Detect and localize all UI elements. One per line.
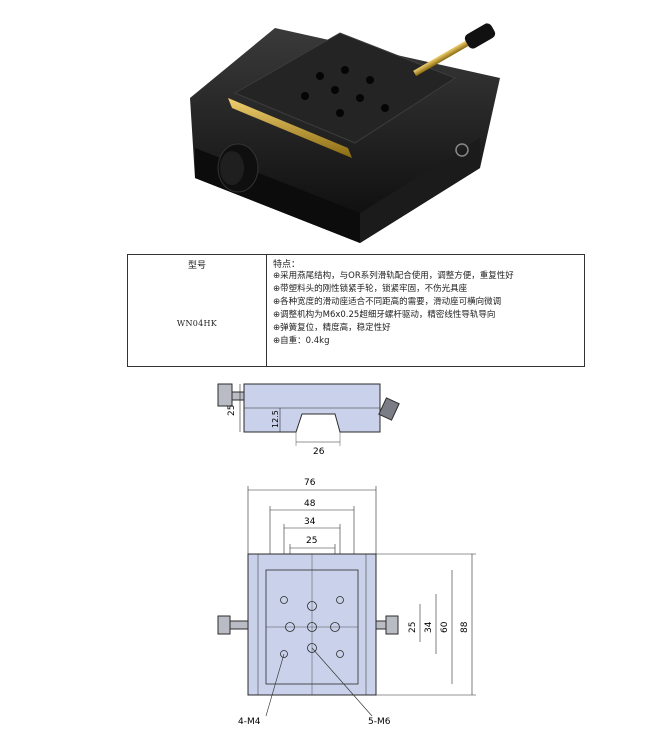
top-view-drawing: 76 48 34 25 25 34 60 88 4-M4 5-M6 xyxy=(217,478,476,727)
label-5-m6: 5-M6 xyxy=(368,717,391,727)
side-dim-25: 25 xyxy=(227,405,237,416)
stage-top-plate xyxy=(233,32,457,144)
product-photo xyxy=(190,23,500,243)
model-header: 型号 xyxy=(187,261,206,271)
spec-table: 型号 WN04HK 特点： ⊕采用燕尾结构，与OR系列滑轨配合使用，调整方便，重… xyxy=(127,254,585,367)
feature-item: ⊕带塑料头的刚性锁紧手轮，锁紧牢固，不伤光具座 xyxy=(273,284,468,294)
side-dim-26: 26 xyxy=(313,447,325,457)
top-centerlines xyxy=(266,554,358,695)
feature-item: ⊕自重：0.4kg xyxy=(273,336,330,346)
top-dim-76: 76 xyxy=(304,478,316,488)
side-right-knob xyxy=(378,397,400,421)
features-header: 特点： xyxy=(273,260,301,270)
brass-screw xyxy=(413,35,477,77)
label-4-m4: 4-M4 xyxy=(238,717,261,727)
feature-item: ⊕各种宽度的滑动座适合不同距高的需要，滑动座可横向微调 xyxy=(273,297,502,307)
leader-line xyxy=(265,653,285,717)
features-cell: 特点： ⊕采用燕尾结构，与OR系列滑轨配合使用，调整方便，重复性好 ⊕带塑料头的… xyxy=(266,254,585,367)
top-dim-88: 88 xyxy=(460,621,470,633)
feature-item: ⊕弹簧复位，精度高，稳定性好 xyxy=(273,323,391,333)
stage-right-face xyxy=(360,138,480,243)
side-view-drawing: 25 12.5 26 xyxy=(217,383,400,457)
lock-knob-face xyxy=(220,151,244,185)
leader-line xyxy=(311,647,373,717)
feature-item: ⊕采用燕尾结构，与OR系列滑轨配合使用，调整方便，重复性好 xyxy=(273,271,514,281)
side-left-shaft xyxy=(231,391,245,401)
brass-rail xyxy=(228,98,352,158)
model-cell: 型号 WN04HK xyxy=(127,254,267,367)
top-right-knob xyxy=(385,615,399,635)
side-left-knob xyxy=(217,383,233,407)
top-dim-34: 34 xyxy=(304,517,316,527)
brand-logo-icon xyxy=(455,143,469,157)
side-dim-12-5: 12.5 xyxy=(271,410,280,428)
feature-item: ⊕调整机构为M6x0.25超细牙螺杆驱动，精密线性导轨导向 xyxy=(273,310,496,320)
top-left-knob xyxy=(217,615,231,635)
top-dim-25-v: 25 xyxy=(408,622,418,633)
top-dim-25: 25 xyxy=(306,536,317,546)
top-dim-34-v: 34 xyxy=(424,621,434,633)
features-list: ⊕采用燕尾结构，与OR系列滑轨配合使用，调整方便，重复性好 ⊕带塑料头的刚性锁紧… xyxy=(267,270,584,348)
top-dim-60: 60 xyxy=(440,621,450,633)
screw-knob xyxy=(464,23,496,49)
top-right-shaft xyxy=(375,620,387,630)
mounting-holes xyxy=(301,66,389,117)
model-value: WN04HK xyxy=(176,319,218,328)
top-left-shaft xyxy=(229,620,249,630)
top-dim-48: 48 xyxy=(304,499,316,509)
